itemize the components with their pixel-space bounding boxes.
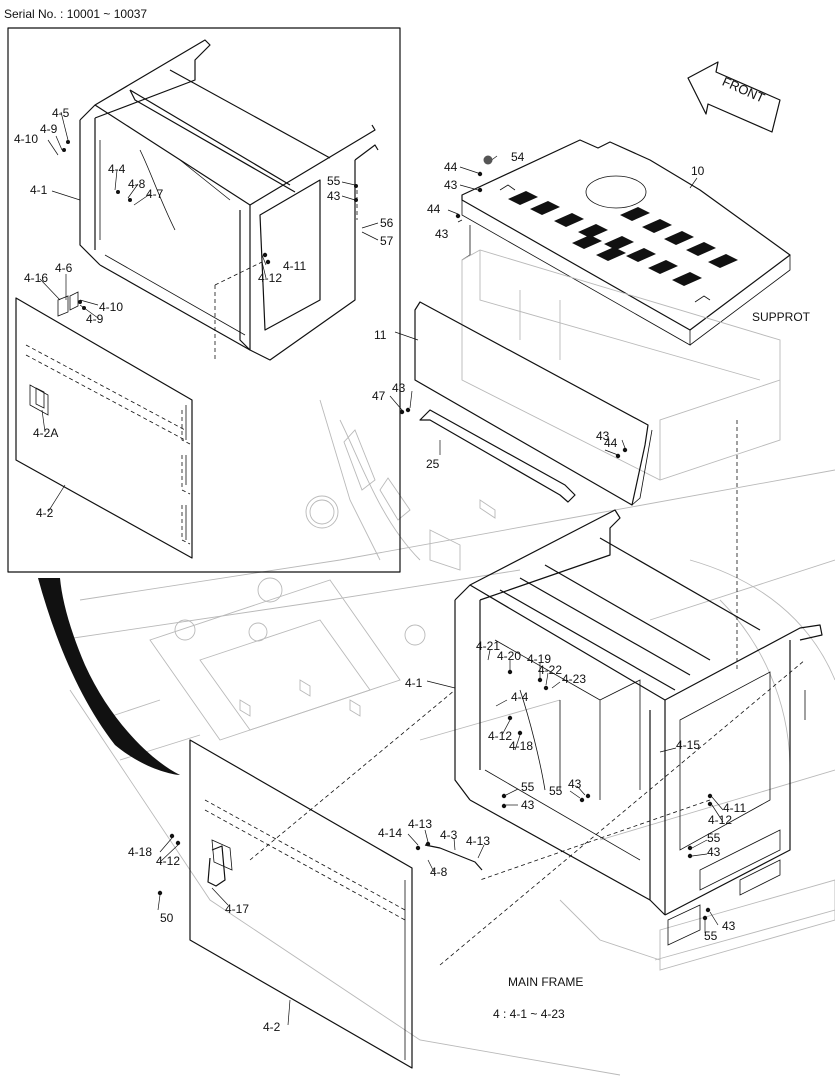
callout: 4-10 [99,300,123,314]
callout: 4-19 [527,652,551,666]
callout: 56 [380,216,394,230]
callout: 43 [521,798,535,812]
callout: 4-11 [283,259,306,273]
main-frame-caption: MAIN FRAME [508,975,583,989]
callout: 4-15 [676,738,700,752]
callout: 55 [327,174,341,188]
callout: 4-9 [86,312,104,326]
callout: 4-18 [128,845,152,859]
callout: 4-10 [14,132,38,146]
callout: 4-7 [146,187,164,201]
callout: 4-2 [36,506,54,520]
fasteners [157,155,713,921]
main-door [189,739,483,1069]
callout: 4-6 [55,261,73,275]
callout: 4-12 [488,729,512,743]
callout: 4-12 [258,271,282,285]
callout: 4-8 [128,177,146,191]
callout: 44 [444,160,458,174]
background-machine-outline [59,399,835,1076]
callout: 4-13 [408,817,432,831]
callout: 43 [392,381,406,395]
callout: 4-5 [52,106,70,120]
callout: 4-12 [156,854,180,868]
callout: 4-17 [225,902,249,916]
callout: 43 [707,845,721,859]
callout: 44 [604,436,618,450]
detail-pointer-arrow [38,578,180,775]
callout: 4-20 [497,649,521,663]
side-panel [414,301,653,506]
callout: 43 [435,227,449,241]
callout: 55 [704,929,718,943]
callout: 50 [160,911,174,925]
callout: 43 [568,777,582,791]
callout: 4-2 [263,1020,281,1034]
front-label: FRONT [720,74,767,106]
main-callouts: 44 54 10 43 44 43 11 47 43 44 43 25 4-21… [128,150,746,1034]
callout: 57 [380,234,394,248]
callout: 4-18 [509,739,533,753]
callout: 44 [427,202,441,216]
main-leaders [157,155,806,1026]
callout: 4-16 [24,271,48,285]
callout: 4-1 [405,676,423,690]
callout: 4-2A [33,426,58,440]
callout: 4-9 [40,122,58,136]
inset-detail [7,27,401,573]
group-note: 4 : 4-1 ~ 4-23 [493,1007,565,1021]
callout: 43 [444,178,458,192]
top-cover [461,139,791,481]
callout: 4-3 [440,828,458,842]
callout: 4-8 [430,865,448,879]
callout: 47 [372,389,386,403]
front-arrow-icon: FRONT [687,61,781,133]
callout: 4-11 [723,801,746,815]
callout: 4-4 [108,162,126,176]
callout: 25 [426,457,440,471]
callout: 55 [521,780,535,794]
callout: 4-23 [562,672,586,686]
callout: 55 [707,831,721,845]
callout: 43 [596,429,610,443]
callout: 4-12 [708,813,732,827]
callout: 4-13 [466,834,490,848]
callout: 4-21 [476,639,500,653]
cover-vents [508,191,738,286]
serial-number: Serial No. : 10001 ~ 10037 [4,7,147,21]
inset-callouts: 4-5 4-9 4-10 4-1 4-4 4-8 4-7 55 43 56 57… [14,106,394,520]
callout: 4-1 [30,183,48,197]
main-frame [454,509,823,946]
callout: 10 [691,164,705,178]
support-caption: SUPPROT [752,310,811,324]
callout: 4-14 [378,826,402,840]
callout: 43 [722,919,736,933]
callout: 43 [327,189,341,203]
callout: 55 [549,784,563,798]
callout: 4-22 [538,663,562,677]
callout: 54 [511,150,525,164]
callout: 4-4 [511,690,529,704]
callout: 11 [374,328,387,342]
